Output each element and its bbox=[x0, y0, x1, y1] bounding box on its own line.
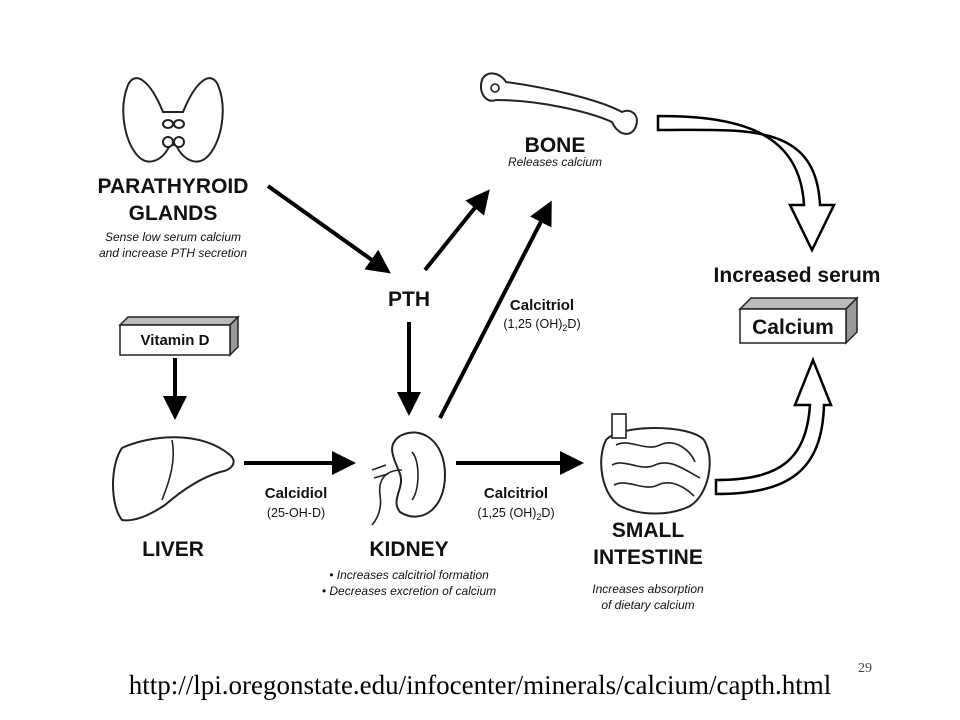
liver-title: LIVER bbox=[142, 538, 204, 561]
calcitriol-intestine-formula: (1,25 (OH)2D) bbox=[477, 506, 554, 522]
slide-number: 29 bbox=[858, 661, 872, 676]
calcidiol-name: Calcidiol bbox=[265, 485, 328, 502]
intestine-desc-2: of dietary calcium bbox=[601, 598, 694, 612]
parathyroid-desc-1: Sense low serum calcium bbox=[105, 230, 241, 244]
intestine-title-1: SMALL bbox=[612, 519, 684, 542]
calcium-box bbox=[738, 296, 859, 345]
liver-illustration bbox=[112, 436, 235, 522]
bone-desc: Releases calcium bbox=[508, 155, 602, 169]
bone-illustration bbox=[480, 72, 638, 135]
arrow-parathyroid-to-pth bbox=[266, 184, 391, 274]
parathyroid-title-2: GLANDS bbox=[129, 202, 218, 225]
hollow-arrow-intestine-to-calcium bbox=[714, 356, 833, 496]
calcium-label: Calcium bbox=[752, 316, 834, 339]
calcidiol-formula: (25-OH-D) bbox=[267, 506, 325, 520]
vitamin-d-label: Vitamin D bbox=[141, 332, 210, 349]
pth-label: PTH bbox=[388, 288, 430, 311]
calcitriol-intestine-name: Calcitriol bbox=[484, 485, 548, 502]
hollow-arrow-bone-to-calcium bbox=[656, 114, 837, 253]
intestine-title-2: INTESTINE bbox=[593, 546, 703, 569]
arrow-kidney-to-bone bbox=[438, 200, 552, 419]
source-url[interactable]: http://lpi.oregonstate.edu/infocenter/mi… bbox=[128, 670, 832, 700]
intestine-illustration bbox=[600, 413, 711, 515]
parathyroid-title-1: PARATHYROID bbox=[98, 175, 249, 198]
kidney-desc-2: • Decreases excretion of calcium bbox=[322, 584, 496, 598]
calcitriol-bone-formula: (1,25 (OH)2D) bbox=[503, 317, 580, 333]
kidney-desc-1: • Increases calcitriol formation bbox=[329, 568, 489, 582]
vitamin-d-box bbox=[118, 315, 240, 357]
parathyroid-desc-2: and increase PTH secretion bbox=[99, 246, 247, 260]
arrow-pth-to-bone bbox=[423, 189, 490, 272]
kidney-title: KIDNEY bbox=[369, 538, 448, 561]
kidney-illustration bbox=[371, 431, 447, 526]
calcitriol-bone-name: Calcitriol bbox=[510, 297, 574, 314]
intestine-desc-1: Increases absorption bbox=[592, 582, 704, 596]
thyroid-illustration bbox=[122, 77, 224, 163]
serum-heading: Increased serum bbox=[714, 264, 881, 287]
bone-title: BONE bbox=[525, 134, 586, 157]
